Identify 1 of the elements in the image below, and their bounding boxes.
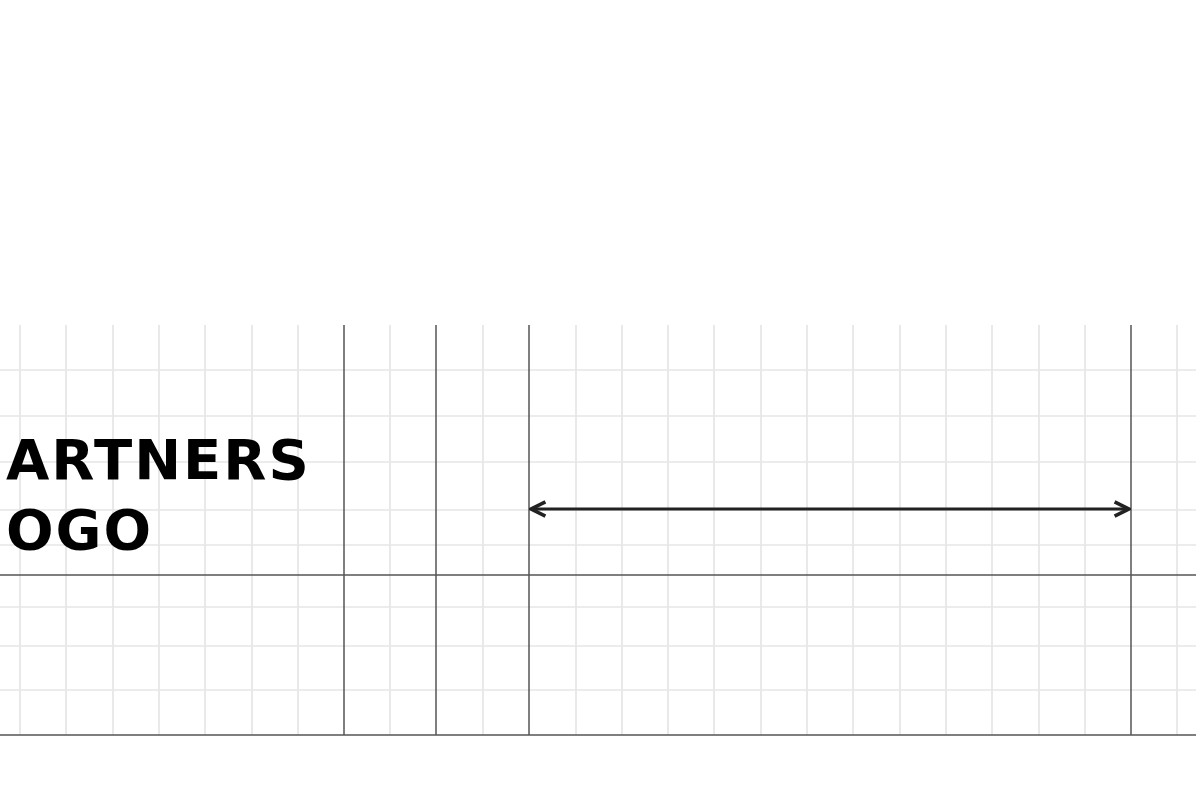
placeholder-text: ARTNERS OGO: [6, 426, 312, 564]
